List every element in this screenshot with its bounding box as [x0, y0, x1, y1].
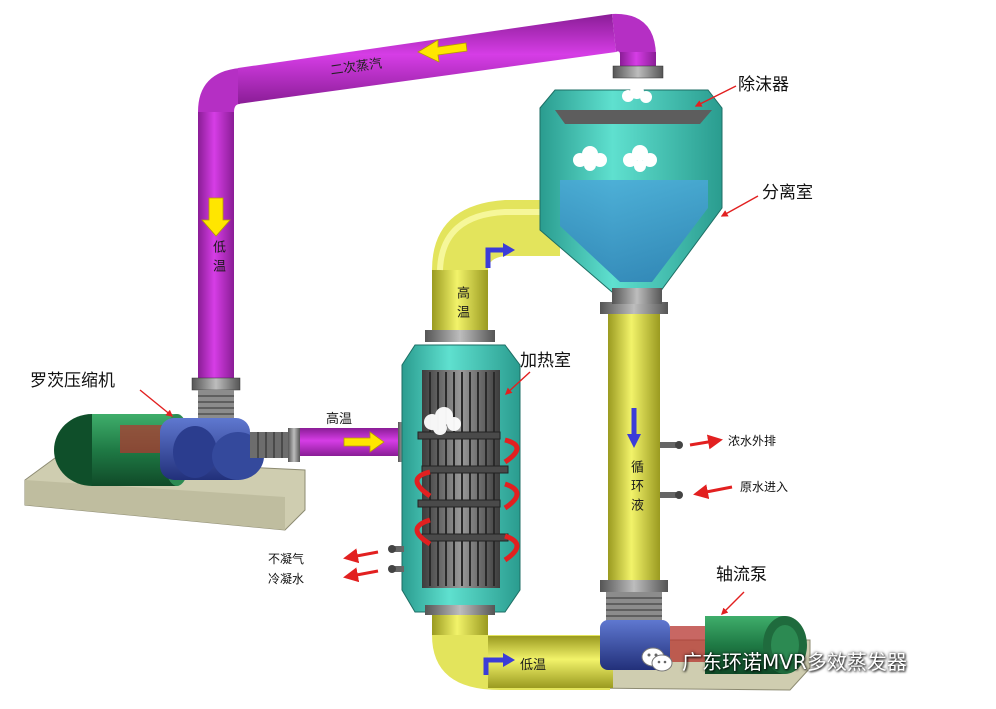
axial-pump-label: 轴流泵 [716, 565, 767, 585]
high-temp-inlet-label: 高温 [326, 412, 353, 427]
wechat-icon [641, 647, 673, 672]
io-arrows [343, 434, 733, 583]
demister-label: 除沫器 [738, 75, 789, 95]
heating-chamber-label: 加热室 [520, 351, 571, 371]
pointer-arrows [139, 85, 759, 615]
separation-chamber-label: 分离室 [762, 183, 813, 203]
roots-compressor [54, 390, 300, 486]
heating-chamber [388, 344, 521, 615]
roots-compressor-label: 罗茨压缩机 [30, 371, 115, 391]
blue-flow-arrows [483, 247, 637, 675]
high-temp-top-label: 高温 [454, 286, 469, 324]
heat-flow-arrows [414, 437, 520, 563]
circulation-pipe-top [425, 200, 560, 342]
low-temp-left-label: 低温 [210, 240, 225, 278]
watermark-text: 广东环诺MVR多效蒸发器 [682, 649, 907, 674]
yellow-flow-arrows [201, 39, 468, 453]
circulating-liquid-label: 循环液 [628, 460, 643, 517]
noncondensable-gas-label: 不凝气 [268, 552, 305, 566]
secondary-steam-pipe [191, 13, 664, 391]
watermark: 广东环诺MVR多效蒸发器 [640, 640, 980, 680]
raw-water-in-label: 原水进入 [740, 480, 789, 494]
separation-chamber [539, 85, 723, 304]
circulation-pipe-bottom [432, 610, 613, 690]
blue-arrow-heads [503, 243, 641, 667]
concentrate-out-label: 浓水外排 [728, 434, 777, 448]
condensate-label: 冷凝水 [268, 572, 305, 586]
low-temp-bottom-label: 低温 [520, 658, 547, 673]
